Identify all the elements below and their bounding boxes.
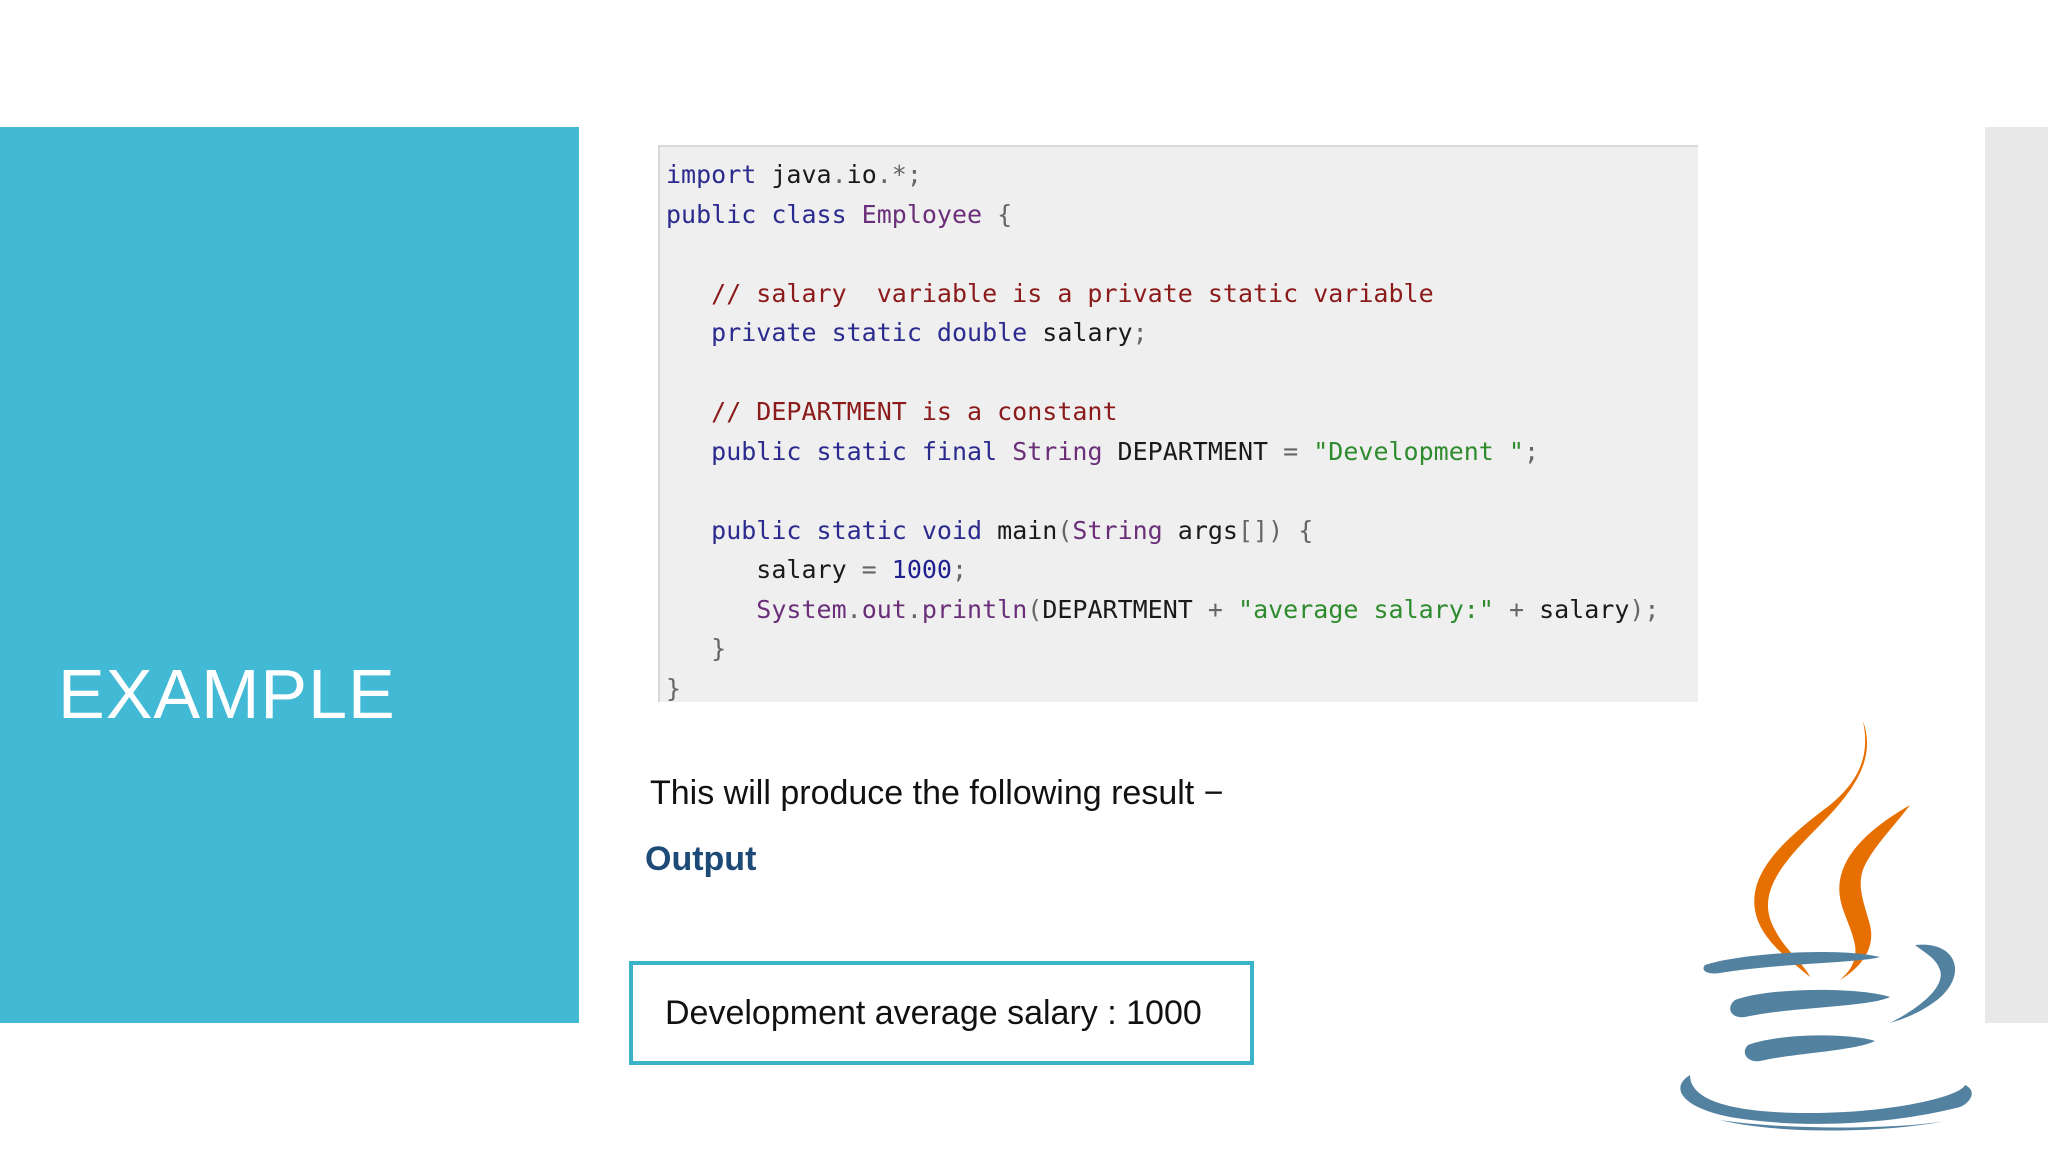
code-token: );: [1629, 594, 1660, 624]
output-heading: Output: [645, 840, 757, 878]
code-token: public class: [666, 199, 862, 229]
code-token: .: [831, 160, 847, 189]
java-flame-small: [1839, 805, 1910, 980]
code-token: {: [997, 199, 1013, 229]
code-token: DEPARTMENT: [1117, 436, 1284, 466]
code-token: String: [1012, 436, 1118, 466]
code-token: String: [1072, 515, 1178, 545]
java-flame-large: [1754, 721, 1868, 977]
code-line: [666, 353, 1698, 393]
code-listing: import java.io.*;public class Employee {…: [660, 147, 1698, 708]
title-panel: EXAMPLE: [0, 127, 579, 1023]
code-token: .: [846, 594, 862, 624]
code-line: [666, 471, 1698, 511]
code-token: // salary variable is a private static v…: [666, 278, 1434, 308]
code-token: salary: [1042, 318, 1133, 347]
code-line: public class Employee {: [666, 195, 1698, 235]
code-token: +: [1508, 594, 1540, 624]
java-cup-ring-3: [1744, 1035, 1875, 1062]
code-line: [666, 234, 1698, 274]
code-line: // DEPARTMENT is a constant: [666, 392, 1698, 432]
code-token: "average salary:": [1238, 594, 1509, 624]
code-token: public static void: [666, 515, 998, 545]
code-token: ;: [952, 555, 968, 584]
code-token: DEPARTMENT: [1042, 594, 1208, 624]
code-token: io: [846, 160, 877, 189]
code-line: import java.io.*;: [666, 155, 1698, 195]
code-token: System: [666, 594, 847, 624]
java-cup-handle: [1890, 944, 1956, 1023]
code-token: .: [906, 594, 922, 624]
code-line: // salary variable is a private static v…: [666, 274, 1698, 314]
code-token: salary: [666, 555, 862, 584]
code-token: args: [1177, 515, 1238, 545]
code-token: []) {: [1238, 515, 1314, 545]
code-line: private static double salary;: [666, 313, 1698, 353]
code-token: }: [666, 673, 682, 703]
java-saucer: [1680, 1075, 1972, 1124]
code-token: private static double: [666, 318, 1043, 347]
code-token: }: [666, 634, 727, 663]
code-line: salary = 1000;: [666, 550, 1698, 590]
code-token: java: [771, 160, 832, 189]
code-token: =: [861, 555, 892, 584]
slide-title: EXAMPLE: [58, 655, 396, 733]
code-token: 1000: [891, 555, 952, 584]
code-token: public static final: [666, 436, 1013, 466]
output-value: Development average salary : 1000: [665, 993, 1202, 1032]
code-line: }: [666, 629, 1698, 669]
code-token: // DEPARTMENT is a constant: [666, 397, 1118, 426]
java-logo-icon: [1680, 721, 1972, 1131]
java-cup-ring-2: [1730, 989, 1890, 1018]
code-token: (: [1057, 515, 1073, 545]
code-token: ;: [1132, 318, 1148, 347]
code-token: Employee: [861, 199, 998, 229]
side-strip: [1985, 127, 2048, 1023]
code-token: =: [1283, 436, 1314, 466]
code-block: import java.io.*;public class Employee {…: [658, 145, 1698, 703]
code-token: .*;: [876, 160, 922, 189]
java-saucer-base: [1720, 1120, 1950, 1131]
code-line: System.out.println(DEPARTMENT + "average…: [666, 590, 1698, 630]
code-line: public static void main(String args[]) {: [666, 511, 1698, 551]
output-box: Development average salary : 1000: [629, 961, 1254, 1065]
code-line: public static final String DEPARTMENT = …: [666, 432, 1698, 472]
code-token: salary: [1539, 594, 1630, 624]
code-token: "Development ": [1313, 436, 1524, 466]
code-token: import: [666, 160, 772, 189]
code-token: println: [921, 594, 1028, 624]
code-token: +: [1207, 594, 1239, 624]
code-line: }: [666, 669, 1698, 709]
java-cup-ring-1: [1703, 951, 1880, 974]
result-caption: This will produce the following result −: [650, 774, 1224, 812]
code-token: main: [997, 515, 1058, 545]
code-token: ;: [1523, 436, 1540, 466]
code-token: (: [1027, 594, 1043, 624]
code-token: out: [861, 594, 907, 624]
